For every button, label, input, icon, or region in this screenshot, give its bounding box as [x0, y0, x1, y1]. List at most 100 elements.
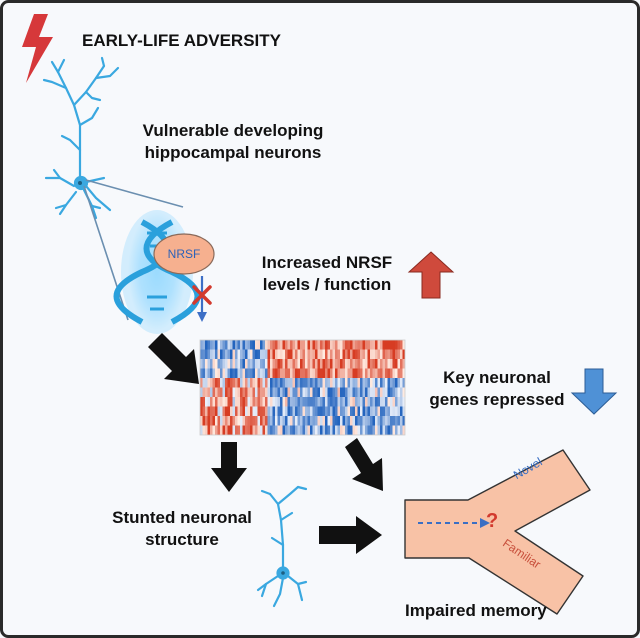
heatmap-cell: [390, 368, 393, 379]
heatmap-cell: [370, 340, 373, 350]
heatmap-cell: [260, 416, 263, 426]
heatmap-cell: [355, 349, 358, 360]
heatmap-cell: [205, 416, 208, 426]
heatmap-cell: [230, 378, 233, 388]
heatmap-cell: [220, 359, 223, 369]
heatmap-cell: [250, 387, 253, 398]
heatmap-cell: [347, 416, 351, 426]
heatmap-cell: [232, 368, 236, 379]
heatmap-cell: [347, 406, 351, 417]
heatmap-cell: [210, 425, 213, 435]
heatmap-cell: [320, 406, 323, 417]
heatmap-cell: [372, 425, 376, 435]
heatmap-cell: [340, 378, 343, 388]
heatmap-cell: [360, 425, 363, 435]
heatmap-cell: [222, 359, 226, 369]
heatmap-cell: [280, 340, 283, 350]
heatmap-cell: [387, 349, 391, 360]
heatmap-cell: [335, 368, 338, 379]
heatmap-cell: [285, 416, 288, 426]
heatmap-cell: [305, 406, 308, 417]
heatmap-cell: [260, 349, 263, 360]
heatmap-cell: [317, 397, 321, 407]
heatmap-cell: [360, 349, 363, 360]
heatmap-cell: [235, 416, 238, 426]
heatmap-cell: [260, 397, 263, 407]
heatmap-cell: [250, 349, 253, 360]
heatmap-cell: [295, 425, 298, 435]
heatmap-cell: [352, 416, 356, 426]
heatmap-cell: [302, 387, 306, 398]
heatmap-cell: [255, 368, 258, 379]
heatmap-cell: [397, 349, 401, 360]
heatmap-cell: [332, 359, 336, 369]
heatmap-cell: [327, 416, 331, 426]
heatmap-cell: [260, 340, 263, 350]
heatmap-cell: [380, 406, 383, 417]
heatmap-cell: [230, 416, 233, 426]
heatmap-cell: [290, 349, 293, 360]
heatmap-cell: [272, 425, 276, 435]
heatmap-cell: [207, 397, 211, 407]
heatmap-cell: [237, 340, 241, 350]
heatmap-cell: [237, 368, 241, 379]
heatmap-cell: [392, 349, 396, 360]
heatmap-cell: [222, 397, 226, 407]
heatmap-cell: [287, 349, 291, 360]
heatmap-cell: [290, 359, 293, 369]
heatmap-cell: [287, 340, 291, 350]
heatmap-cell: [317, 368, 321, 379]
heatmap-cell: [377, 378, 381, 388]
heatmap-cell: [352, 378, 356, 388]
heatmap-cell: [342, 416, 346, 426]
heatmap-cell: [280, 378, 283, 388]
down-arrow-icon: [570, 368, 618, 415]
heatmap-cell: [265, 359, 268, 369]
heatmap-cell: [402, 349, 405, 360]
heatmap-cell: [210, 416, 213, 426]
arrow-structure-to-memory: [319, 516, 382, 554]
heatmap-cell: [305, 378, 308, 388]
heatmap-cell: [335, 378, 338, 388]
heatmap-cell: [255, 387, 258, 398]
heatmap-cell: [270, 378, 273, 388]
heatmap-cell: [267, 359, 271, 369]
heatmap-cell: [312, 368, 316, 379]
heatmap-cell: [222, 378, 226, 388]
heatmap-cell: [310, 359, 313, 369]
heatmap-cell: [375, 406, 378, 417]
heatmap-cell: [200, 416, 203, 426]
heatmap-cell: [332, 387, 336, 398]
heatmap-cell: [322, 425, 326, 435]
heatmap-cell: [212, 387, 216, 398]
heatmap-cell: [367, 349, 371, 360]
heatmap-cell: [362, 378, 366, 388]
heatmap-cell: [362, 349, 366, 360]
heatmap-cell: [202, 340, 206, 350]
heatmap-cell: [207, 340, 211, 350]
heatmap-cell: [345, 397, 348, 407]
heatmap-cell: [212, 425, 216, 435]
heatmap-cell: [275, 340, 278, 350]
heatmap-cell: [325, 340, 328, 350]
heatmap-cell: [357, 368, 361, 379]
heatmap-cell: [230, 397, 233, 407]
heatmap-cell: [207, 416, 211, 426]
genes-label-line2: genes repressed: [429, 390, 565, 409]
genes-label-line1: Key neuronal: [443, 368, 551, 387]
heatmap-cell: [330, 406, 333, 417]
heatmap-cell: [315, 397, 318, 407]
heatmap-cell: [227, 349, 231, 360]
heatmap-cell: [387, 378, 391, 388]
heatmap-cell: [322, 406, 326, 417]
heatmap-cell: [215, 368, 218, 379]
heatmap-cell: [237, 425, 241, 435]
heatmap-cell: [237, 378, 241, 388]
heatmap-cell: [222, 387, 226, 398]
heatmap-cell: [250, 368, 253, 379]
figure-title: EARLY-LIFE ADVERSITY: [82, 31, 281, 50]
heatmap-cell: [297, 378, 301, 388]
heatmap-cell: [377, 406, 381, 417]
heatmap-cell: [200, 349, 203, 360]
heatmap-cell: [377, 340, 381, 350]
